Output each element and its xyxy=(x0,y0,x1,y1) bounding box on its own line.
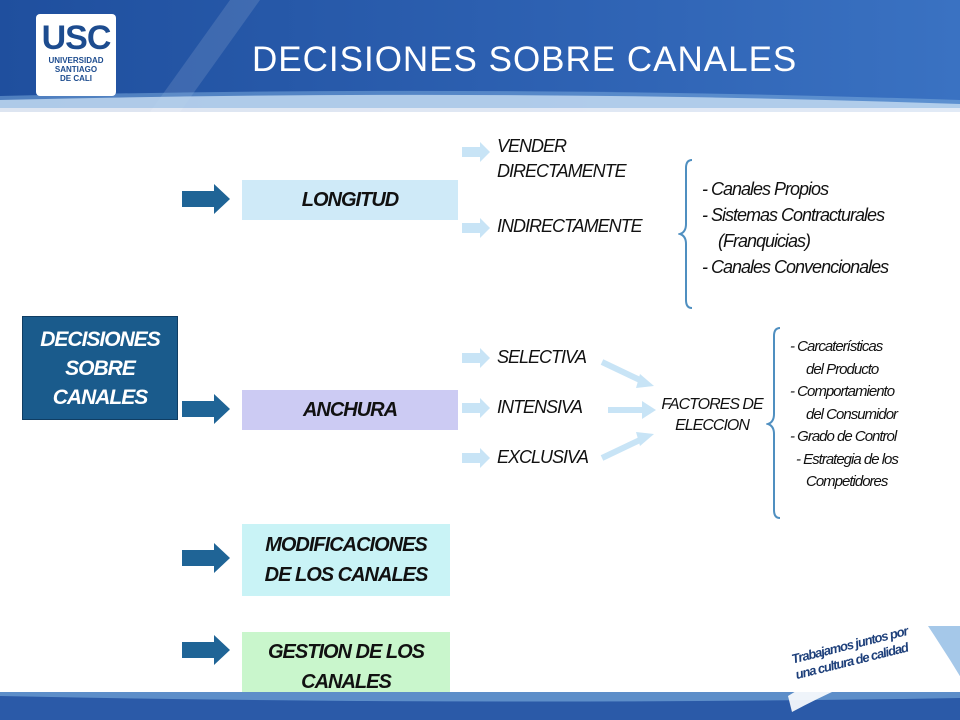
option-intensiva: INTENSIVA xyxy=(497,397,583,417)
longitud-box: LONGITUD xyxy=(242,180,458,220)
arrow-gestion-icon xyxy=(182,635,230,665)
header-banner: USC UNIVERSIDAD SANTIAGO DE CALI DECISIO… xyxy=(0,0,960,112)
usc-logo: USC UNIVERSIDAD SANTIAGO DE CALI xyxy=(36,14,116,96)
arrow-indirectamente-icon xyxy=(462,218,490,238)
anchura-list-item-7: Competidores xyxy=(806,473,888,490)
factores-eleccion: FACTORES DE ELECCION xyxy=(654,394,770,436)
option-indirectamente: INDIRECTAMENTE xyxy=(497,216,643,236)
logo-line-2: SANTIAGO xyxy=(54,65,98,74)
decisiones-box: DECISIONES SOBRE CANALES xyxy=(22,316,178,420)
factores-line-2: ELECCION xyxy=(675,417,750,434)
arrow-vender-icon xyxy=(462,142,490,162)
factores-line-1: FACTORES DE xyxy=(661,396,763,413)
longitud-list-item-3: (Franquicias) xyxy=(718,231,811,251)
arrow-longitud-icon xyxy=(182,184,230,214)
arrow-intensiva-icon xyxy=(462,398,490,418)
decisiones-line-2: SOBRE xyxy=(65,356,136,380)
header-background xyxy=(0,0,960,112)
slogan-swoosh xyxy=(788,626,960,712)
anchura-list-item-6: - Estrategia de los xyxy=(796,450,899,468)
longitud-list-item-2: - Sistemas Contracturales xyxy=(702,205,885,225)
option-vender-directamente: VENDER DIRECTAMENTE xyxy=(497,134,627,184)
longitud-list-item-4: - Canales Convencionales xyxy=(702,257,889,277)
gestion-box: GESTION DE LOS CANALES xyxy=(242,632,450,702)
anchura-list-item-4: del Consumidor xyxy=(806,405,898,423)
longitud-list-item-1: - Canales Propios xyxy=(702,179,829,199)
anchura-list: - Carcaterísticas del Producto - Comport… xyxy=(790,336,899,494)
gestion-line-1: GESTION DE LOS xyxy=(267,641,425,663)
option-vender-line-2: DIRECTAMENTE xyxy=(497,161,627,181)
anchura-list-item-3: - Comportamiento xyxy=(790,383,895,400)
anchura-box: ANCHURA xyxy=(242,390,458,430)
option-selectiva: SELECTIVA xyxy=(497,347,587,367)
modificaciones-line-2: DE LOS CANALES xyxy=(264,564,429,586)
longitud-list: - Canales Propios - Sistemas Contractura… xyxy=(702,176,889,280)
logo-text: USC xyxy=(41,19,112,57)
gestion-line-2: CANALES xyxy=(301,671,392,693)
anchura-list-item-1: - Carcaterísticas xyxy=(790,338,883,355)
decisiones-line-1: DECISIONES xyxy=(40,327,161,351)
option-vender-line-1: VENDER xyxy=(497,136,567,156)
logo-line-3: DE CALI xyxy=(60,74,92,83)
longitud-bracket-icon xyxy=(678,159,693,309)
anchura-list-item-2: del Producto xyxy=(806,360,879,378)
anchura-list-item-5: - Grado de Control xyxy=(790,428,897,445)
option-exclusiva: EXCLUSIVA xyxy=(497,447,589,467)
arrow-anchura-icon xyxy=(182,394,230,424)
arrow-exclusiva-icon xyxy=(462,448,490,468)
longitud-label: LONGITUD xyxy=(301,188,399,211)
arrow-modificaciones-icon xyxy=(182,543,230,573)
arrow-selectiva-icon xyxy=(462,348,490,368)
anchura-label: ANCHURA xyxy=(302,398,398,421)
converging-arrows-icon xyxy=(600,359,656,461)
modificaciones-box: MODIFICACIONES DE LOS CANALES xyxy=(242,524,450,596)
decisiones-line-3: CANALES xyxy=(52,385,149,409)
modificaciones-line-1: MODIFICACIONES xyxy=(265,534,428,556)
anchura-bracket-icon xyxy=(766,327,781,519)
page-title: DECISIONES SOBRE CANALES xyxy=(252,40,798,79)
logo-line-1: UNIVERSIDAD xyxy=(48,56,104,65)
